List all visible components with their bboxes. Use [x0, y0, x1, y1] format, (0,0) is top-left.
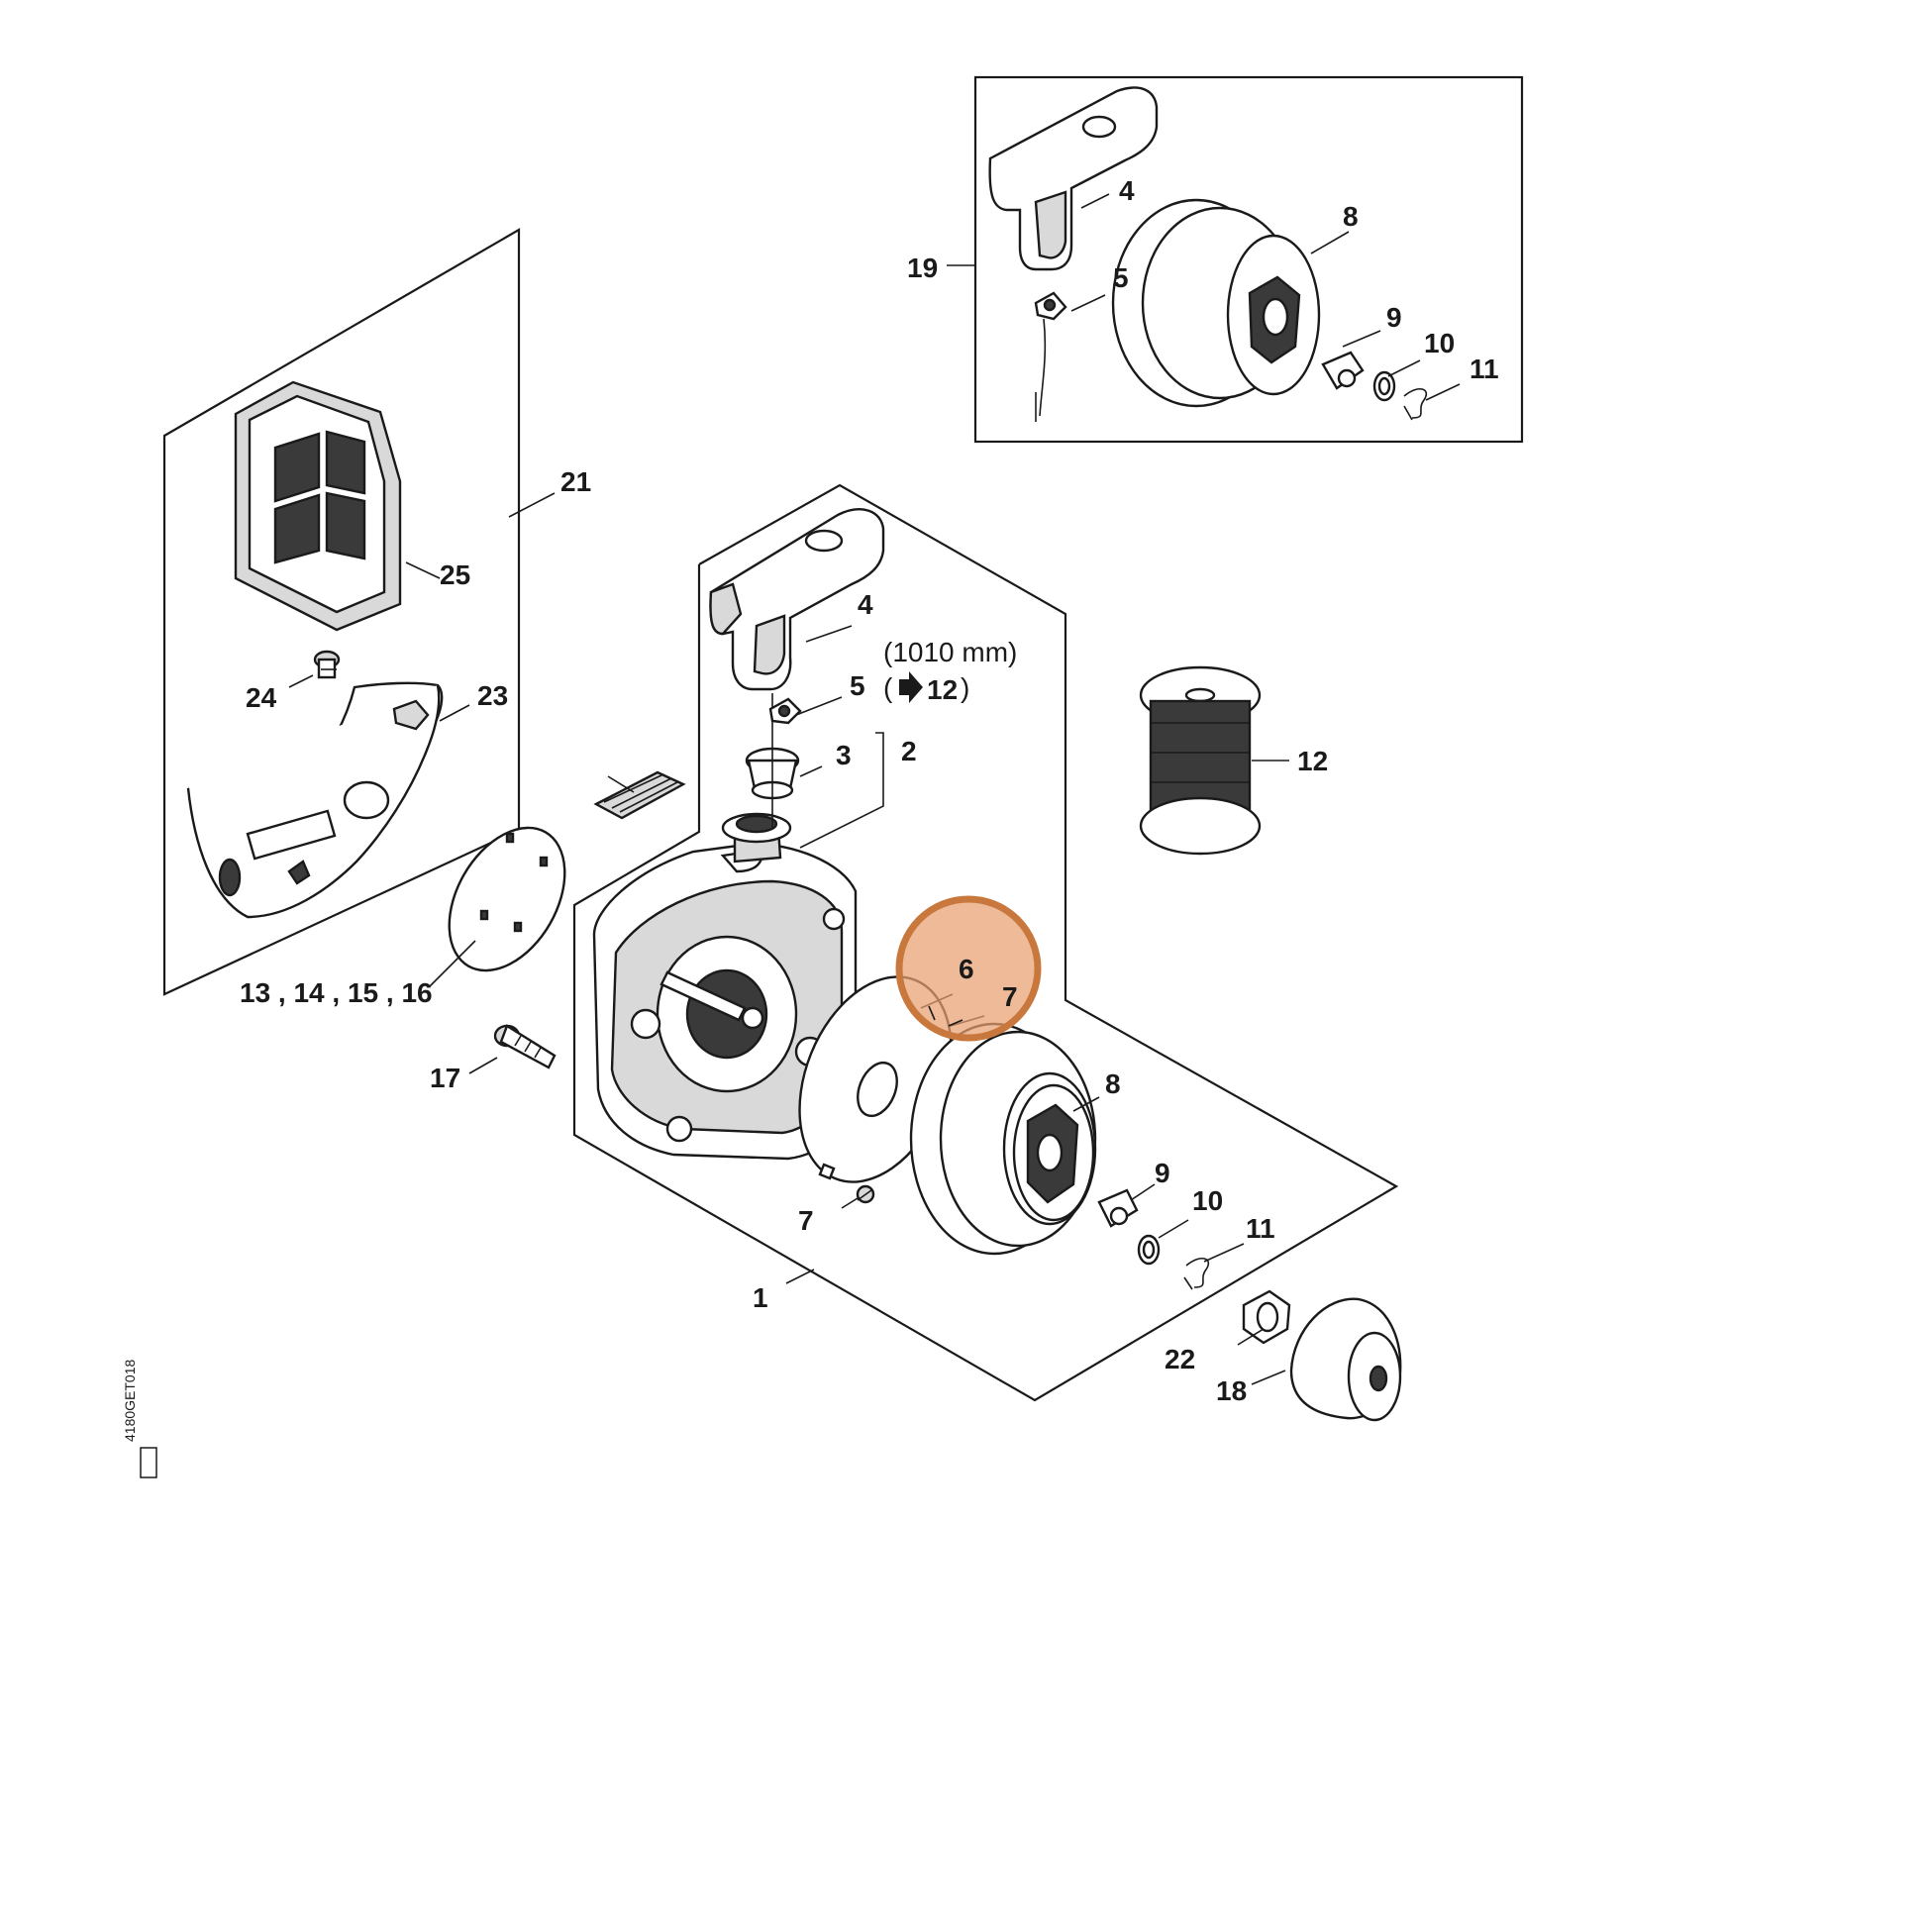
washer-10-center-part [1137, 1234, 1161, 1266]
drawing-code: 4180GET018 [122, 1360, 157, 1478]
callout-18: 18 [1216, 1375, 1247, 1406]
callout-10-center: 10 [1192, 1185, 1223, 1216]
screw-22-part [313, 650, 341, 679]
screen-25-part [593, 770, 686, 820]
pawl-9-center-part [1097, 1188, 1139, 1228]
reference-note: ( 12 ) [883, 671, 969, 705]
length-note: (1010 mm) [883, 637, 1017, 667]
callout-6: 6 [959, 954, 974, 984]
rope-clip-5-part [768, 697, 802, 725]
gasket-part [448, 826, 566, 972]
starter-grip-center-part [709, 508, 885, 691]
cap-18-part [1289, 1297, 1402, 1422]
highlight-marker[interactable] [895, 895, 1042, 1042]
drawing-code-text: 4180GET018 [122, 1360, 138, 1442]
callout-13-16: 13 , 14 , 15 , 16 [240, 977, 433, 1008]
rope-rotor-top-part [1111, 198, 1321, 408]
svg-text:): ) [961, 672, 969, 703]
drawing-code-box [140, 1447, 157, 1478]
callout-21: 23 [477, 680, 508, 711]
starter-grip-top-part [988, 86, 1159, 271]
spring-clip-11-center-part [1183, 1258, 1210, 1290]
callout-11-center: 11 [1246, 1213, 1275, 1244]
callout-10-top: 10 [1424, 328, 1455, 358]
callout-20: 21 [560, 466, 591, 497]
callout-9-center: 9 [1155, 1158, 1170, 1188]
screw-17-part [493, 1024, 557, 1069]
rope-rotor-center-part [909, 1022, 1097, 1256]
screw-7-part [856, 1184, 875, 1204]
arrow-right-icon [899, 671, 923, 703]
callout-9-top: 9 [1386, 302, 1402, 333]
callout-8-center: 8 [1105, 1068, 1121, 1099]
rope-spool-part [1139, 665, 1262, 856]
callout-5-top: 5 [1113, 262, 1129, 293]
reference-number: 12 [927, 674, 958, 705]
group-frame-24 [973, 75, 1524, 444]
filter-cover-part [186, 681, 444, 919]
nut-19-part [1242, 1289, 1291, 1345]
rope-guide-part [745, 693, 800, 828]
callout-11-top: 11 [1470, 354, 1499, 384]
callout-19: 22 [1165, 1344, 1195, 1374]
callout-labels: 19 4 5 8 9 10 11 21 25 24 23 13 , 14 , 1… [240, 175, 1499, 1406]
callout-1: 1 [753, 1282, 768, 1313]
callout-7-lower: 7 [798, 1205, 814, 1236]
callout-24: 19 [907, 253, 938, 283]
pawl-9-top-part [1321, 351, 1365, 390]
callout-3: 3 [836, 740, 852, 770]
spring-clip-11-top-part [1403, 388, 1428, 421]
callout-4-center: 4 [858, 589, 873, 620]
air-filter-part [234, 380, 402, 632]
callout-17: 17 [430, 1063, 460, 1093]
callout-4-top: 4 [1119, 175, 1135, 206]
starter-housing-part [592, 812, 858, 1161]
group-frame-1 [572, 483, 1399, 1402]
callout-7-upper: 7 [1002, 981, 1018, 1012]
callout-5-center: 5 [850, 670, 865, 701]
rope-clip-5-top-part [1034, 291, 1067, 422]
callout-8-top: 8 [1343, 201, 1359, 232]
callout-12: 12 [1297, 746, 1328, 776]
callout-22: 24 [246, 682, 277, 713]
svg-text:(: ( [883, 672, 893, 703]
washer-10-top-part [1372, 370, 1396, 402]
callout-23: 25 [440, 559, 470, 590]
callout-2: 2 [901, 736, 917, 766]
